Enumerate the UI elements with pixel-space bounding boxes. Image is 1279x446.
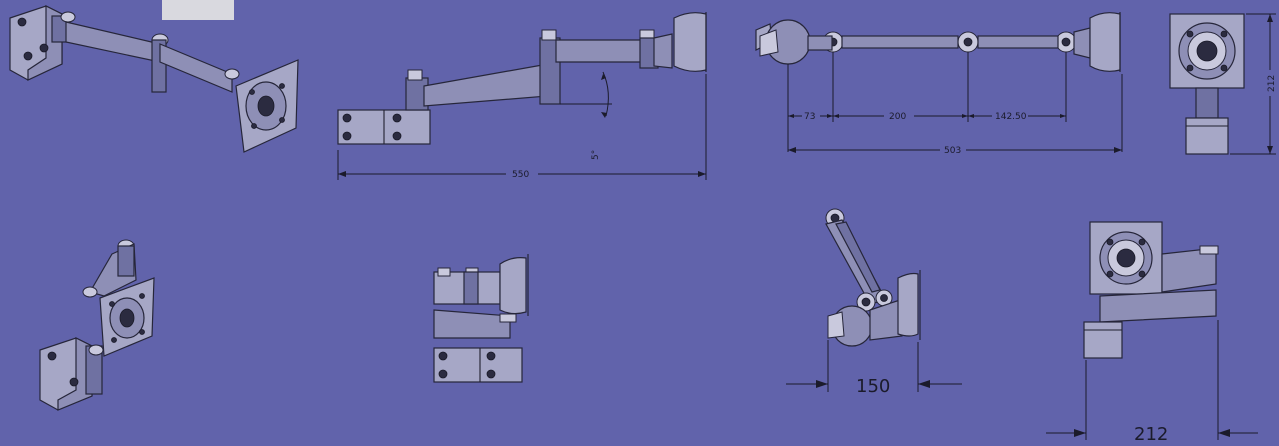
product-photo-swatch [162,0,234,20]
side-view-folded [433,254,529,383]
iso-view-folded [39,239,155,411]
side-total-label: 550 [512,170,529,180]
front-height-label: 212 [1267,75,1277,92]
front-view: 212 [1169,13,1277,155]
iso-view-extended [9,5,299,153]
folded-width-label: 212 [1134,424,1168,445]
top-seg1-label: 73 [804,112,815,122]
front-view-folded: 212 [1046,221,1258,445]
top-view-folded: 150 [786,208,962,397]
side-angle-label: 5° [591,150,601,160]
top-total-label: 503 [944,146,961,156]
side-view: 5° 550 [337,12,707,180]
folded-depth-label: 150 [856,376,890,397]
top-seg2-label: 200 [889,112,906,122]
top-view: 73 200 142.50 503 [755,12,1123,156]
top-seg3-label: 142.50 [995,112,1027,122]
